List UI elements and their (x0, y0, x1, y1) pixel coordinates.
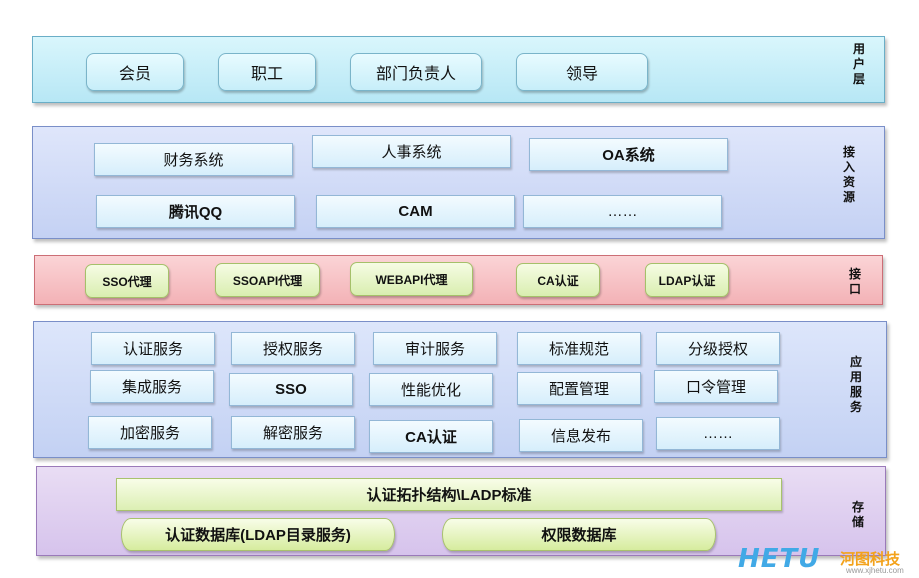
user-dept-head: 部门负责人 (350, 53, 482, 91)
app-sso: SSO (229, 373, 353, 406)
hetu-logo-watermark: HETU 河图科技 www.xjhetu.com (738, 544, 916, 576)
app-info-publish: 信息发布 (519, 419, 643, 452)
hetu-company-name: 河图科技 (840, 551, 901, 568)
storage-layer-label: 存 储 (851, 500, 864, 529)
hetu-url: www.xjhetu.com (846, 566, 904, 575)
iface-ssoapi-proxy: SSOAPI代理 (215, 263, 320, 297)
app-password-mgmt: 口令管理 (654, 370, 778, 403)
user-leader: 领导 (516, 53, 648, 91)
app-standard-spec: 标准规范 (517, 332, 641, 365)
user-member: 会员 (86, 53, 184, 91)
access-more: …… (523, 195, 722, 228)
access-oa: OA系统 (529, 138, 728, 171)
storage-topology-standard: 认证拓扑结构\LADP标准 (116, 478, 782, 511)
app-integration-service: 集成服务 (90, 370, 214, 403)
app-audit-service: 审计服务 (373, 332, 497, 365)
access-layer-label: 接 入 资 源 (842, 145, 855, 204)
app-layer-label: 应 用 服 务 (849, 355, 862, 414)
iface-sso-proxy: SSO代理 (85, 264, 169, 298)
access-finance: 财务系统 (94, 143, 293, 176)
app-ca-auth: CA认证 (369, 420, 493, 453)
app-performance: 性能优化 (369, 373, 493, 406)
hetu-logo-text: HETU (738, 544, 821, 574)
app-more: …… (656, 417, 780, 450)
access-qq: 腾讯QQ (96, 195, 295, 228)
storage-auth-database: 认证数据库(LDAP目录服务) (121, 518, 395, 551)
user-layer-label: 用 户 层 (852, 42, 865, 86)
interface-layer-label: 接 口 (848, 267, 861, 296)
storage-permission-database: 权限数据库 (442, 518, 716, 551)
app-auth-service: 认证服务 (91, 332, 215, 365)
user-staff: 职工 (218, 53, 316, 91)
iface-webapi-proxy: WEBAPI代理 (350, 262, 473, 296)
iface-ca-auth: CA认证 (516, 263, 600, 297)
iface-ldap-auth: LDAP认证 (645, 263, 729, 297)
access-hr: 人事系统 (312, 135, 511, 168)
app-encrypt-service: 加密服务 (88, 416, 212, 449)
app-graded-authz: 分级授权 (656, 332, 780, 365)
app-authz-service: 授权服务 (231, 332, 355, 365)
app-decrypt-service: 解密服务 (231, 416, 355, 449)
app-config-mgmt: 配置管理 (517, 372, 641, 405)
access-cam: CAM (316, 195, 515, 228)
